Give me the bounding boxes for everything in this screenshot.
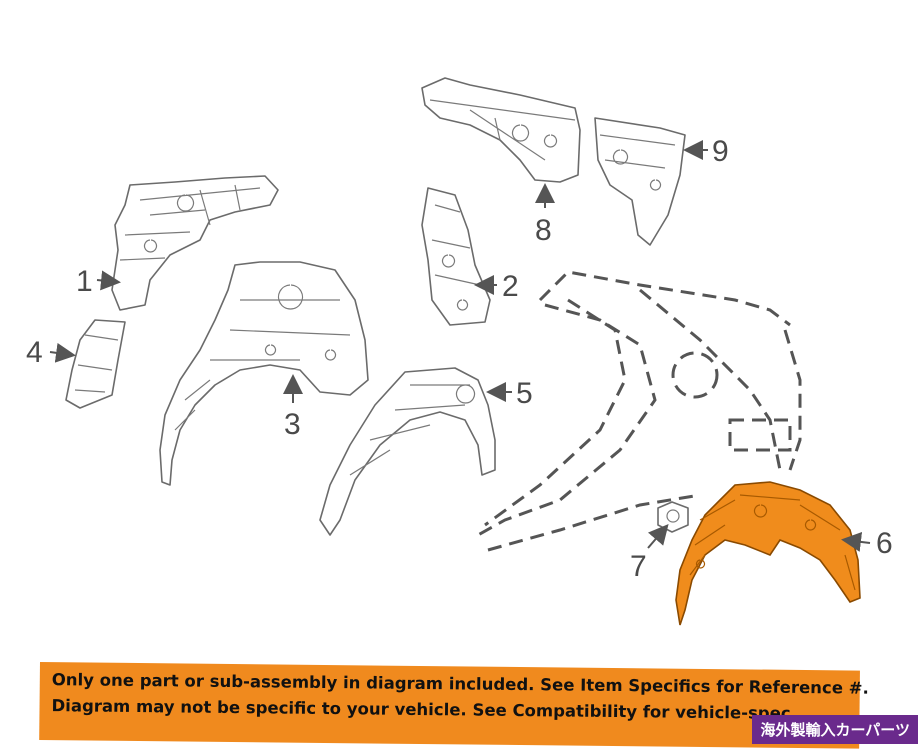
callout-1: 1 <box>76 265 93 298</box>
callout-2: 2 <box>502 270 519 303</box>
callout-8: 8 <box>535 214 552 247</box>
shop-badge: 海外製輸入カーパーツ <box>752 715 918 744</box>
disclaimer-line-2: Diagram may not be specific to your vehi… <box>51 696 791 723</box>
disclaimer-banner: Only one part or sub-assembly in diagram… <box>39 662 869 749</box>
disclaimer-line-1: Only one part or sub-assembly in diagram… <box>51 670 869 698</box>
part-9-bracket <box>594 117 686 246</box>
part-2-pillar <box>421 187 491 326</box>
callout-7: 7 <box>630 550 647 583</box>
parts-diagram: 1 2 3 4 5 6 7 8 9 <box>26 77 893 626</box>
callout-6: 6 <box>876 527 893 560</box>
part-6-fender-liner <box>675 481 861 626</box>
callout-9: 9 <box>712 135 729 168</box>
part-5-wheelhouse <box>319 367 496 536</box>
part-3-wheelhouse <box>159 261 369 486</box>
quarter-panel-outline <box>477 270 802 552</box>
callout-3: 3 <box>284 408 301 441</box>
leader-lines <box>49 140 871 552</box>
part-1-bracket <box>111 175 279 311</box>
part-8-rail <box>421 77 581 183</box>
part-4-bracket <box>65 319 126 409</box>
callout-4: 4 <box>26 336 43 369</box>
part-7-clip <box>657 501 689 533</box>
callout-5: 5 <box>516 377 533 410</box>
